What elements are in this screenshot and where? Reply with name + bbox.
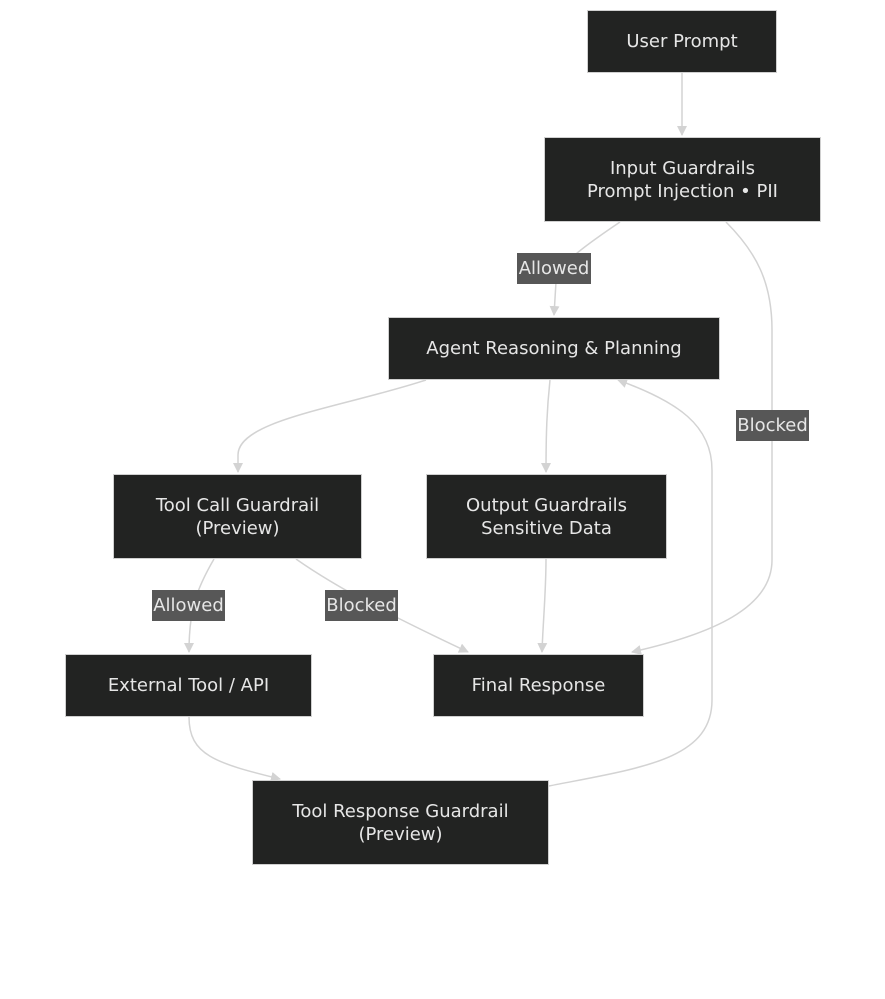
node-sublabel: Prompt Injection • PII (587, 180, 778, 202)
node-tool-response-guardrail: Tool Response Guardrail (Preview) (252, 780, 549, 865)
edge-label-allowed: Allowed (517, 253, 591, 284)
node-sublabel: (Preview) (358, 823, 443, 845)
edge-external-to-toolresp (188, 716, 281, 782)
node-tool-call-guardrail: Tool Call Guardrail (Preview) (113, 474, 362, 559)
node-sublabel: (Preview) (195, 517, 280, 539)
edge-agent-to-toolcall (233, 379, 427, 473)
edge-input-to-final (631, 221, 773, 655)
node-label: Final Response (471, 675, 606, 696)
node-user-prompt: User Prompt (587, 10, 777, 73)
node-output-guardrails: Output Guardrails Sensitive Data (426, 474, 667, 559)
node-external-tool: External Tool / API (65, 654, 312, 717)
edge-label-allowed: Allowed (152, 590, 225, 621)
node-label: Agent Reasoning & Planning (426, 338, 682, 359)
edge-label-blocked: Blocked (325, 590, 398, 621)
edge-output-to-final (537, 558, 548, 653)
edge-agent-to-output (541, 379, 552, 473)
edge-toolresp-to-agent (548, 378, 713, 787)
node-label: Output Guardrails (466, 494, 627, 516)
edge-label-blocked: Blocked (736, 410, 809, 441)
node-agent-reasoning: Agent Reasoning & Planning (388, 317, 720, 380)
node-label: External Tool / API (107, 675, 270, 696)
node-label: User Prompt (626, 31, 738, 52)
node-input-guardrails: Input Guardrails Prompt Injection • PII (544, 137, 821, 222)
node-final-response: Final Response (433, 654, 644, 717)
node-label: Input Guardrails (609, 157, 756, 179)
node-sublabel: Sensitive Data (481, 517, 612, 539)
node-label: Tool Response Guardrail (292, 800, 509, 822)
node-label: Tool Call Guardrail (155, 494, 320, 516)
